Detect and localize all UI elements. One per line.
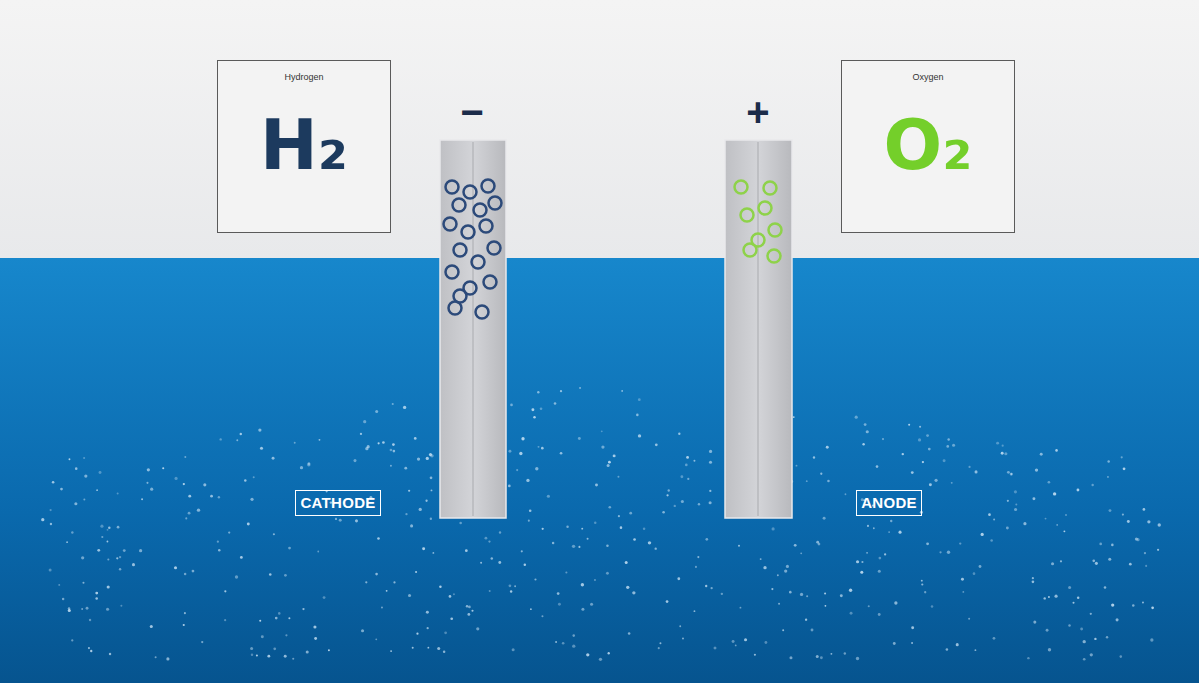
gas-name: Oxygen xyxy=(842,61,1014,83)
electrode-label: CATHODE xyxy=(300,494,375,512)
oxygen-box: OxygenO₂ xyxy=(841,60,1015,233)
water-particles xyxy=(41,387,1161,661)
chemical-formula: O₂ xyxy=(842,95,1014,195)
chemical-formula: H₂ xyxy=(218,95,390,195)
anode-electrode xyxy=(725,140,792,518)
air-background xyxy=(0,0,1199,258)
cathode-label-box: CATHODE xyxy=(295,490,380,516)
anode-label-box: ANODE xyxy=(856,490,922,516)
hydrogen-box: HydrogenH₂ xyxy=(217,60,391,233)
gas-name: Hydrogen xyxy=(218,61,390,83)
oxygen-bubbles xyxy=(735,181,782,263)
electrode-label: ANODE xyxy=(861,494,917,512)
cathode-electrode xyxy=(440,140,506,518)
polarity-sign: − xyxy=(460,92,483,132)
hydrogen-bubbles xyxy=(444,180,502,319)
water xyxy=(0,258,1199,683)
polarity-sign: + xyxy=(746,92,769,132)
